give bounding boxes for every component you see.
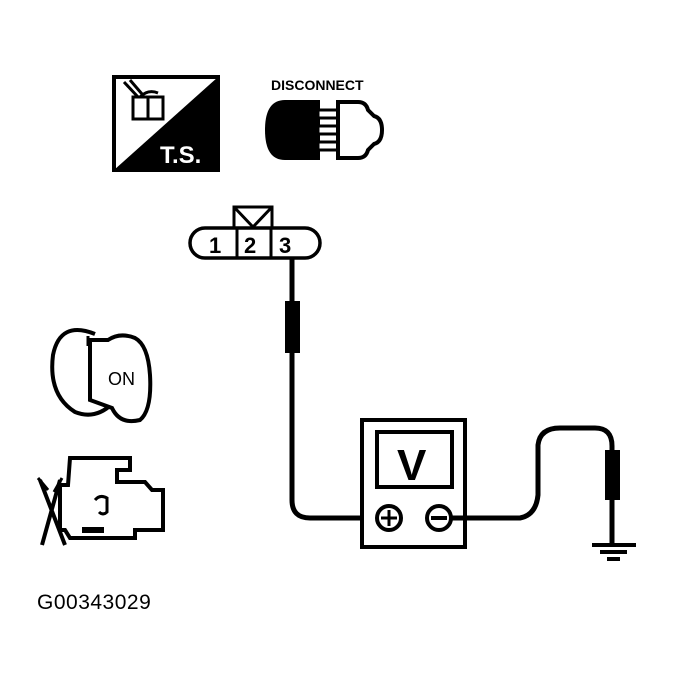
test-symbol-label: T.S.	[160, 142, 201, 169]
connector-pin-1: 1	[209, 233, 221, 258]
negative-probe-wire	[451, 425, 620, 545]
connector-icon	[188, 205, 322, 260]
ground-icon	[592, 543, 636, 561]
ignition-on-icon	[50, 328, 153, 424]
disconnect-label: DISCONNECT	[271, 77, 364, 93]
test-symbol-icon	[112, 75, 220, 172]
positive-probe-wire	[285, 258, 378, 521]
ignition-on-label: ON	[108, 369, 135, 389]
engine-off-icon	[36, 456, 165, 546]
disconnect-icon	[265, 100, 385, 160]
connector-pin-3: 3	[279, 233, 291, 258]
connector-pin-2: 2	[244, 233, 256, 258]
voltmeter-icon	[360, 418, 467, 549]
figure-id-caption: G00343029	[37, 591, 152, 614]
voltmeter-display: V	[397, 441, 427, 490]
